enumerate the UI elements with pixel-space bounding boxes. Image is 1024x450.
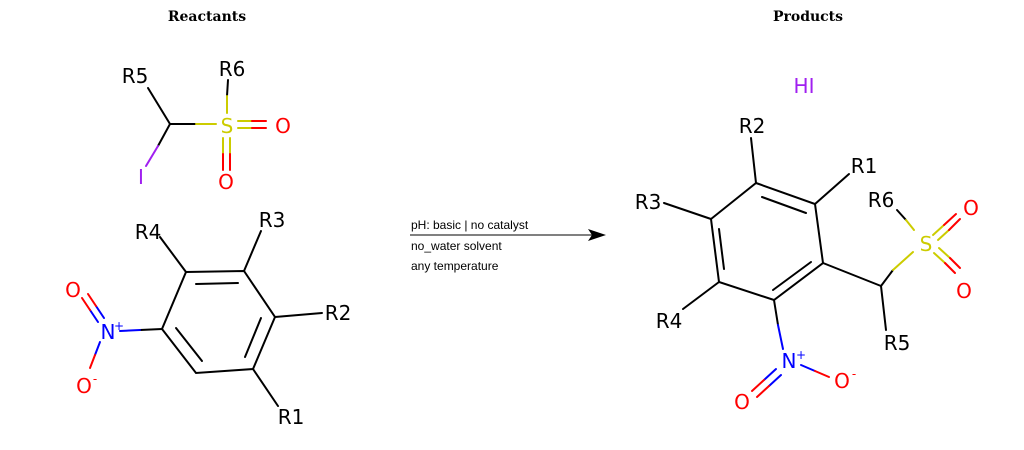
reaction-arrow: [410, 229, 606, 241]
plus-charge: +: [114, 319, 124, 333]
r1-label: R1: [851, 154, 878, 178]
minus-charge: -: [852, 367, 856, 381]
minus-charge: -: [93, 372, 97, 386]
oxygen-label: O: [963, 196, 979, 220]
oxygen-label: O: [76, 374, 92, 398]
sulfur-label: S: [920, 232, 933, 256]
oxygen-label: O: [734, 390, 750, 414]
condition-solvent: no_water solvent: [411, 239, 502, 253]
oxygen-label: O: [956, 279, 972, 303]
condition-ph-catalyst: pH: basic | no catalyst: [411, 218, 529, 232]
reactant-iodo-sulfone: R5 R6 S O O I: [122, 57, 291, 194]
r2-label: R2: [325, 301, 352, 325]
r1-label: R1: [278, 405, 305, 429]
iodine-label: I: [138, 165, 144, 189]
oxygen-label: O: [218, 170, 234, 194]
sulfur-label: S: [221, 114, 234, 138]
r6-label: R6: [219, 57, 246, 81]
oxygen-label: O: [834, 369, 850, 393]
plus-charge: +: [796, 348, 806, 362]
hydrogen-iodide-label: HI: [794, 74, 815, 98]
r4-label: R4: [656, 309, 683, 333]
oxygen-label: O: [275, 114, 291, 138]
r3-label: R3: [259, 208, 286, 232]
product-aryl-sulfone: R2 R1 R3 R6 S O O R4 R5 N + O O -: [635, 114, 979, 414]
r4-label: R4: [135, 220, 162, 244]
condition-temperature: any temperature: [411, 259, 499, 273]
nitrogen-label: N: [101, 320, 116, 344]
r3-label: R3: [635, 190, 662, 214]
r5-label: R5: [884, 331, 911, 355]
nitrogen-label: N: [782, 349, 797, 373]
r6-label: R6: [868, 188, 895, 212]
r5-label: R5: [122, 64, 149, 88]
reactant-nitrobenzene: R4 R3 R2 R1 N + O O -: [65, 208, 351, 429]
products-header: Products: [773, 9, 843, 25]
reactants-header: Reactants: [168, 9, 246, 25]
oxygen-label: O: [65, 278, 81, 302]
r2-label: R2: [739, 114, 766, 138]
